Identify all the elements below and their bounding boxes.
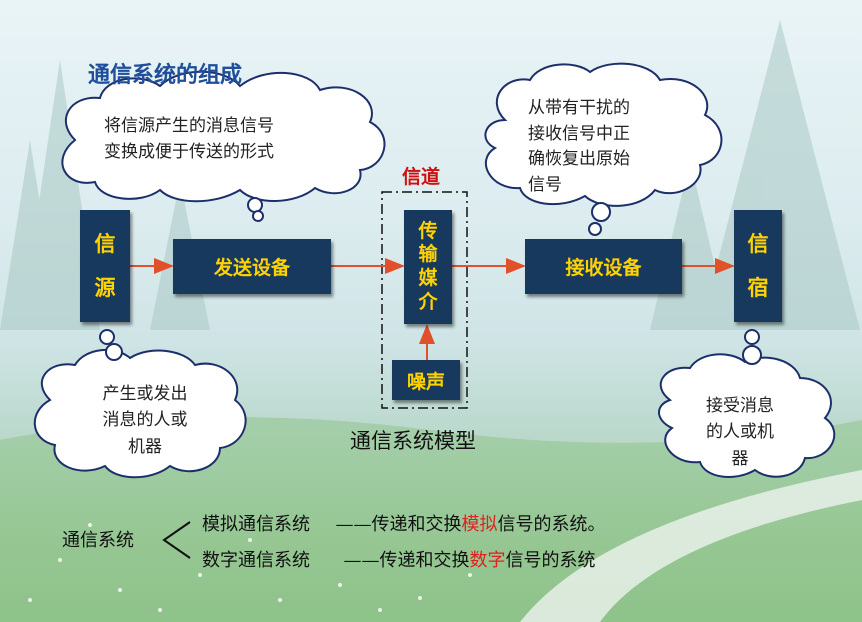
cloud-sink	[658, 329, 836, 478]
cloud-source-text: 产生或发出 消息的人或 机器	[102, 384, 188, 457]
analog-name: 模拟通信系统	[202, 514, 310, 535]
cloud-transmitter	[61, 70, 386, 222]
cloud-receiver	[484, 62, 723, 236]
analog-line: 模拟通信系统 ——传递和交换模拟信号的系统。	[202, 510, 605, 536]
digital-dash: ——	[343, 550, 380, 571]
source-box: 信 源	[80, 210, 130, 322]
digital-name: 数字通信系统	[202, 550, 310, 571]
receiver-box: 接收设备	[525, 239, 682, 294]
digital-line: 数字通信系统 ——传递和交换数字信号的系统	[202, 546, 595, 572]
cloud-transmitter-text: 将信源产生的消息信号 变换成便于传送的形式	[104, 116, 274, 163]
noise-box: 噪声	[392, 360, 460, 400]
transmitter-box: 发送设备	[173, 239, 331, 294]
analog-desc-prefix: 传递和交换	[371, 514, 462, 535]
medium-box: 传 输 媒 介	[404, 210, 452, 324]
digital-highlight: 数字	[469, 550, 506, 571]
classification-root: 通信系统	[62, 530, 134, 551]
cloud-sink-text: 接受消息 的人或机 器	[706, 396, 774, 469]
cloud-receiver-text: 从带有干扰的 接收信号中正 确恢复出原始 信号	[528, 98, 630, 195]
analog-desc-suffix: 信号的系统。	[497, 514, 606, 535]
digital-desc-prefix: 传递和交换	[379, 550, 470, 571]
cloud-source	[33, 329, 247, 479]
analog-dash: ——	[335, 514, 372, 535]
classification-brace	[162, 521, 191, 559]
channel-boundary	[381, 191, 468, 409]
digital-desc-suffix: 信号的系统	[505, 550, 596, 571]
model-label: 通信系统模型	[350, 429, 476, 453]
sink-box: 信 宿	[734, 210, 782, 322]
page-title: 通信系统的组成	[88, 63, 243, 88]
analog-highlight: 模拟	[461, 514, 498, 535]
channel-label: 信道	[402, 166, 441, 188]
